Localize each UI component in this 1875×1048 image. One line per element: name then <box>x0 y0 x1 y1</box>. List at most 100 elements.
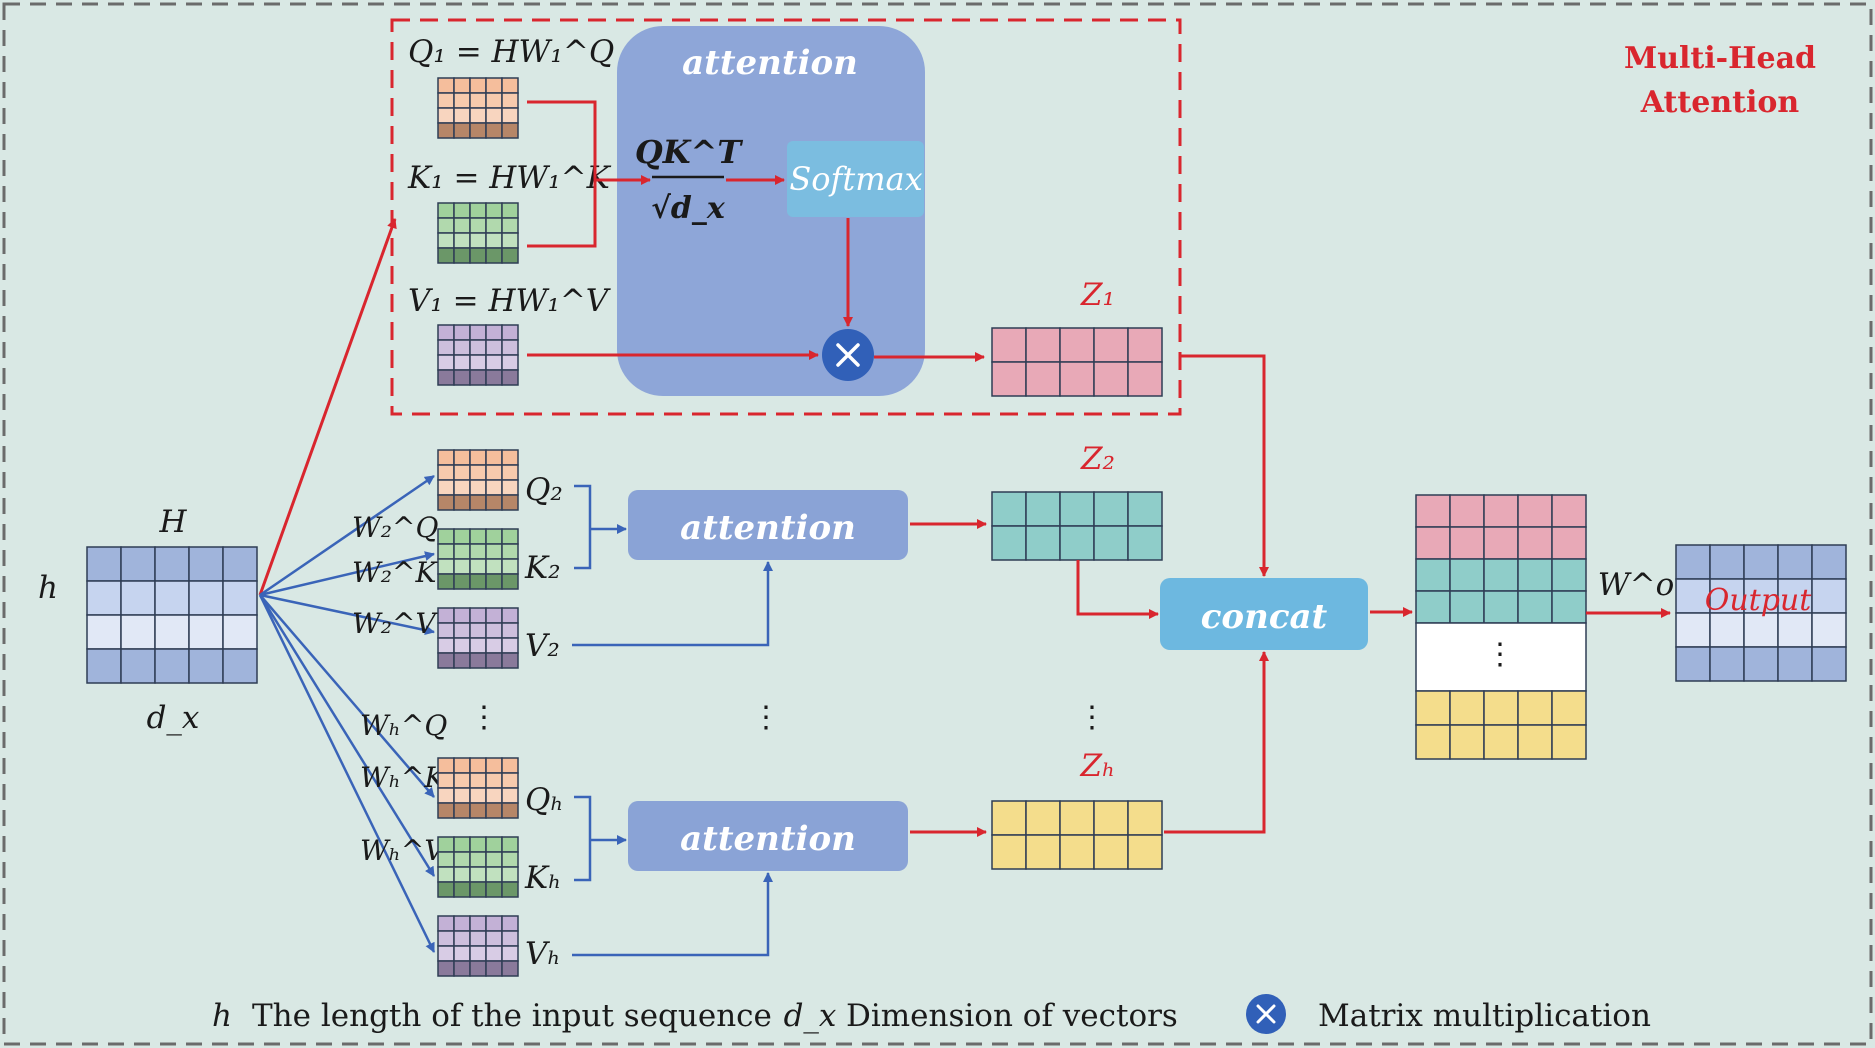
z1-label: Z₁ <box>1080 277 1115 313</box>
matrix-cell <box>437 881 455 898</box>
matrix-cell <box>437 92 455 109</box>
matrix-cell <box>469 528 487 545</box>
matrix-cell <box>453 573 471 590</box>
matrix-cell <box>469 960 487 977</box>
matrix-cell <box>1127 327 1163 363</box>
matrix-cell <box>1517 690 1553 726</box>
matrix-cell <box>485 915 503 932</box>
z2-matrix <box>991 491 1163 561</box>
matrix-cell <box>120 614 156 650</box>
matrix-cell <box>501 866 519 883</box>
matrix-cell <box>1449 690 1485 726</box>
ellipsis-matrices: ⋮ <box>469 700 499 735</box>
vh-label: Vₕ <box>525 936 561 972</box>
matrix-cell <box>437 757 455 774</box>
legend-dx-symbol: d_x <box>784 998 837 1034</box>
matrix-cell <box>1483 526 1519 560</box>
h-to-kh-arrow <box>258 594 436 877</box>
matrix-cell <box>453 960 471 977</box>
matrix-cell <box>453 232 471 249</box>
matrix-cell <box>469 217 487 234</box>
matrix-cell <box>485 881 503 898</box>
matrix-cell <box>485 494 503 511</box>
formula-numerator: QK^T <box>635 133 744 171</box>
matrix-cell <box>469 369 487 386</box>
matrix-cell <box>453 202 471 219</box>
matrix-cell <box>437 866 455 883</box>
matrix-cell <box>1449 590 1485 624</box>
matrix-cell <box>485 77 503 94</box>
matrix-cell <box>469 543 487 560</box>
matrix-cell <box>1059 834 1095 870</box>
legend-h-text: The length of the input sequence <box>252 998 772 1034</box>
matrix-cell <box>1059 491 1095 527</box>
matrix-cell <box>501 930 519 947</box>
matrix-cell <box>469 772 487 789</box>
matrix-cell <box>469 637 487 654</box>
matrix-cell <box>485 802 503 819</box>
matrix-cell <box>437 77 455 94</box>
whk-label: Wₕ^K <box>360 761 447 794</box>
qh-label: Qₕ <box>525 782 564 818</box>
z2-to-concat-arrow <box>1076 560 1159 619</box>
matrix-cell <box>453 354 471 371</box>
matrix-cell <box>485 339 503 356</box>
matrix-cell <box>469 77 487 94</box>
matrix-cell <box>485 449 503 466</box>
matrix-cell <box>1025 491 1061 527</box>
matrix-cell <box>1415 558 1451 592</box>
input-matrix-h <box>86 546 258 684</box>
matrix-cell <box>1127 361 1163 397</box>
matrix-cell <box>469 479 487 496</box>
matrix-cell <box>469 324 487 341</box>
matrix-cell <box>469 787 487 804</box>
concat-label: concat <box>1201 597 1328 637</box>
matrix-cell <box>437 772 455 789</box>
matrix-cell <box>453 757 471 774</box>
ellipsis-concat: ⋮ <box>1485 637 1515 672</box>
matrix-cell <box>437 836 455 853</box>
matrix-cell <box>501 449 519 466</box>
matrix-cell <box>469 915 487 932</box>
matrix-cell <box>469 449 487 466</box>
matrix-cell <box>453 930 471 947</box>
matrix-cell <box>501 622 519 639</box>
matrix-cell <box>154 580 190 616</box>
matrix-cell <box>453 622 471 639</box>
matrix-cell <box>501 77 519 94</box>
matrix-cell <box>437 122 455 139</box>
matrix-cell <box>501 772 519 789</box>
matrix-cell <box>453 802 471 819</box>
matrix-cell <box>1709 646 1745 682</box>
matrix-cell <box>222 648 258 684</box>
matrix-cell <box>1743 646 1779 682</box>
matrix-cell <box>501 652 519 669</box>
vh-to-attention-arrow <box>572 872 773 957</box>
matrix-cell <box>86 580 122 616</box>
matrix-cell <box>469 622 487 639</box>
matrix-cell <box>485 622 503 639</box>
matrix-cell <box>222 614 258 650</box>
matrix-cell <box>485 202 503 219</box>
matrix-cell <box>1483 494 1519 528</box>
matrix-cell <box>469 354 487 371</box>
matrix-cell <box>1709 578 1745 614</box>
matrix-cell <box>485 247 503 264</box>
matrix-cell <box>469 945 487 962</box>
matrix-cell <box>469 851 487 868</box>
zh-matrix <box>991 800 1163 870</box>
legend-multiply-text: Matrix multiplication <box>1318 998 1651 1034</box>
matrix-cell <box>469 836 487 853</box>
matrix-cell <box>437 851 455 868</box>
matrix-cell <box>1551 558 1587 592</box>
matrix-cell <box>1025 327 1061 363</box>
matrix-cell <box>485 528 503 545</box>
matrix-cell <box>485 232 503 249</box>
key-matrix-headh <box>437 836 519 898</box>
matrix-cell <box>501 757 519 774</box>
matrix-cell <box>453 494 471 511</box>
matrix-cell <box>437 945 455 962</box>
matrix-cell <box>1551 724 1587 760</box>
matrix-cell <box>501 881 519 898</box>
matrix-cell <box>501 851 519 868</box>
